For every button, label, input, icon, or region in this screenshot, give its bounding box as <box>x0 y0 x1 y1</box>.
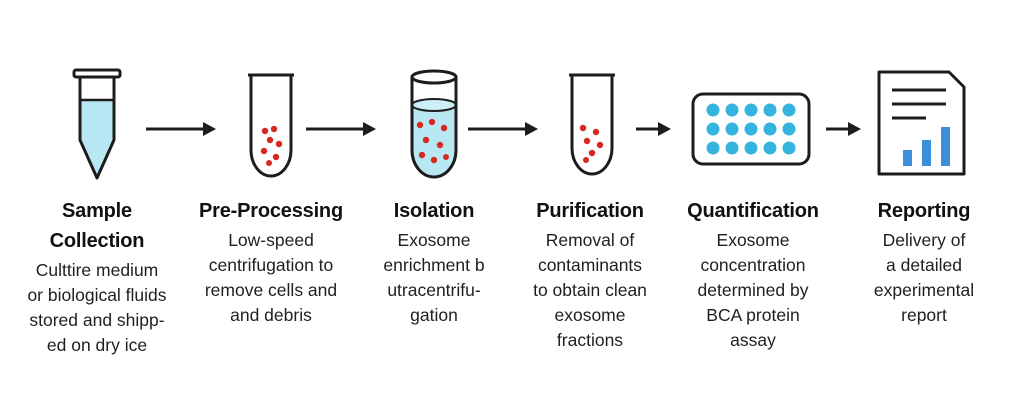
arrow-1 <box>146 122 216 136</box>
particle <box>583 137 591 145</box>
well <box>706 103 720 117</box>
particle <box>443 154 449 160</box>
particle <box>440 124 448 132</box>
particle <box>266 160 272 166</box>
purification-tube-icon <box>569 73 615 176</box>
well <box>706 141 720 155</box>
step-reporting: Reporting Delivery of a detailed experim… <box>834 196 1014 328</box>
step-isolation: Isolation Exosome enrichment b utracentr… <box>344 196 524 328</box>
well <box>725 103 739 117</box>
arrow-4 <box>636 122 671 136</box>
well <box>763 122 777 136</box>
well <box>744 122 758 136</box>
bar <box>922 140 931 166</box>
sample-tube-icon <box>72 68 122 180</box>
step-sample-collection: Sample Collection Culttire medium or bio… <box>7 196 187 358</box>
particle <box>416 121 424 129</box>
particle <box>275 140 283 148</box>
particle <box>422 136 430 144</box>
bar <box>903 150 912 166</box>
step-title: Purification <box>536 200 644 222</box>
well <box>725 141 739 155</box>
well <box>744 103 758 117</box>
particle <box>436 141 444 149</box>
step-title: Quantification <box>687 200 819 222</box>
step-title: Isolation <box>393 200 475 222</box>
report-document-icon <box>877 70 966 176</box>
step-description: Exosome enrichment b utracentrifu- gatio… <box>383 230 485 325</box>
arrow-2 <box>306 122 376 136</box>
particle <box>579 124 587 132</box>
step-purification: Purification Removal of contaminants to … <box>500 196 680 353</box>
particle <box>430 156 438 164</box>
particle <box>272 153 280 161</box>
well <box>706 122 720 136</box>
workflow-icons <box>72 68 966 180</box>
particle <box>583 157 589 163</box>
well <box>782 141 796 155</box>
well <box>744 141 758 155</box>
step-title: Sample Collection <box>49 200 145 252</box>
step-description: Culttire medium or biological fluids sto… <box>27 260 167 355</box>
well <box>782 122 796 136</box>
well <box>782 103 796 117</box>
particle <box>588 149 596 157</box>
arrow-5 <box>826 122 861 136</box>
arrow-3 <box>468 122 538 136</box>
well <box>763 103 777 117</box>
step-quantification: Quantification Exosome concentration det… <box>663 196 843 353</box>
well-plate-icon <box>691 92 811 166</box>
step-title: Reporting <box>877 200 971 222</box>
step-description: Low-speed centrifugation to remove cells… <box>204 230 338 325</box>
particle <box>418 151 426 159</box>
centrifuge-tube-icon <box>248 73 294 178</box>
well <box>763 141 777 155</box>
particle <box>261 127 269 135</box>
well <box>725 122 739 136</box>
particle <box>428 118 436 126</box>
step-pre-processing: Pre-Processing Low-speed centrifugation … <box>181 196 361 328</box>
step-description: Removal of contaminants to obtain clean … <box>533 230 647 350</box>
particle <box>266 136 274 144</box>
particle <box>260 147 268 155</box>
isolation-tube-icon <box>410 69 458 179</box>
particle <box>596 141 604 149</box>
particle <box>592 128 600 136</box>
particle <box>270 125 278 133</box>
bar <box>941 127 950 166</box>
step-description: Exosome concentration determined by BCA … <box>697 230 809 350</box>
step-description: Delivery of a detailed experimental repo… <box>873 230 975 325</box>
step-title: Pre-Processing <box>199 200 343 222</box>
